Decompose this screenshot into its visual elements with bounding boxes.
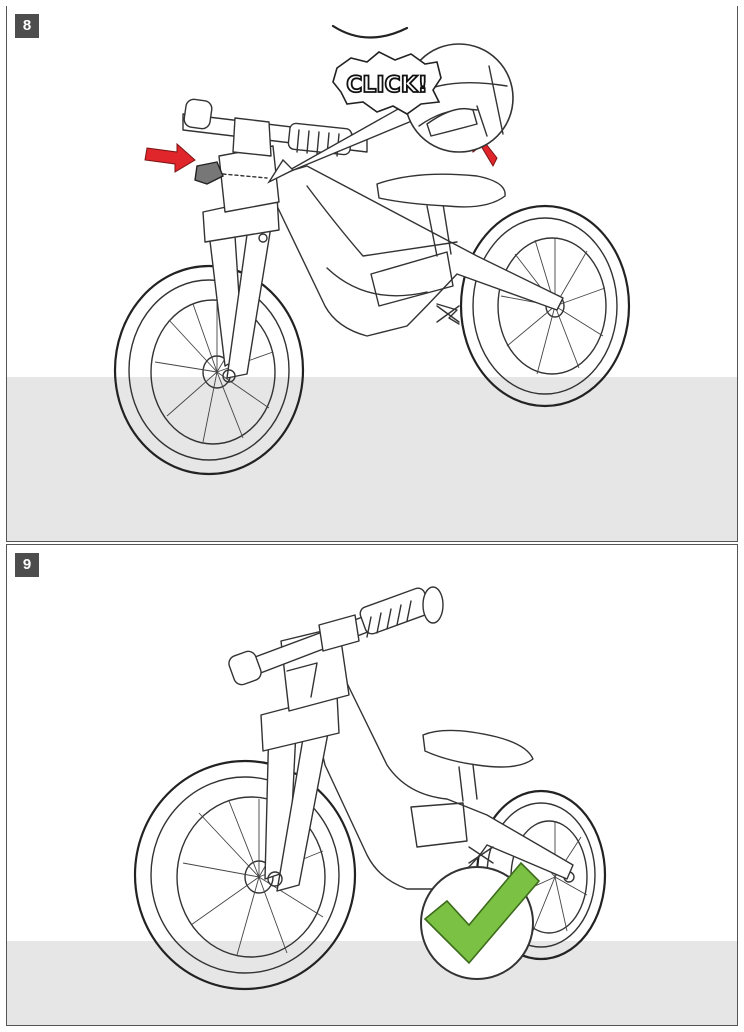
step-9-panel: 9 (6, 544, 738, 1026)
frame-logo-mark (436, 305, 460, 323)
front-fork (202, 145, 280, 383)
red-arrow-left (144, 142, 196, 173)
floor-shading (7, 377, 737, 541)
rear-wheel (459, 204, 631, 408)
front-wheel (113, 264, 305, 476)
clamp-part (194, 161, 268, 185)
click-text: CLICK! (346, 73, 428, 98)
front-wheel (133, 759, 357, 991)
click-burst: CLICK! (332, 51, 442, 115)
step-number-badge: 8 (15, 14, 39, 38)
floor-shading (7, 941, 737, 1025)
bike-frame (272, 165, 564, 337)
check-mark-icon (420, 861, 541, 980)
overhead-curve (331, 24, 409, 39)
handlebar (228, 586, 444, 686)
step-number-badge: 9 (15, 553, 39, 577)
step-8-panel: 8 (6, 6, 738, 542)
step-9-illustration (133, 586, 607, 991)
step-8-illustration: CLICK! (113, 24, 631, 476)
bike-frame (306, 674, 574, 890)
frame-logo-mark (468, 846, 494, 864)
